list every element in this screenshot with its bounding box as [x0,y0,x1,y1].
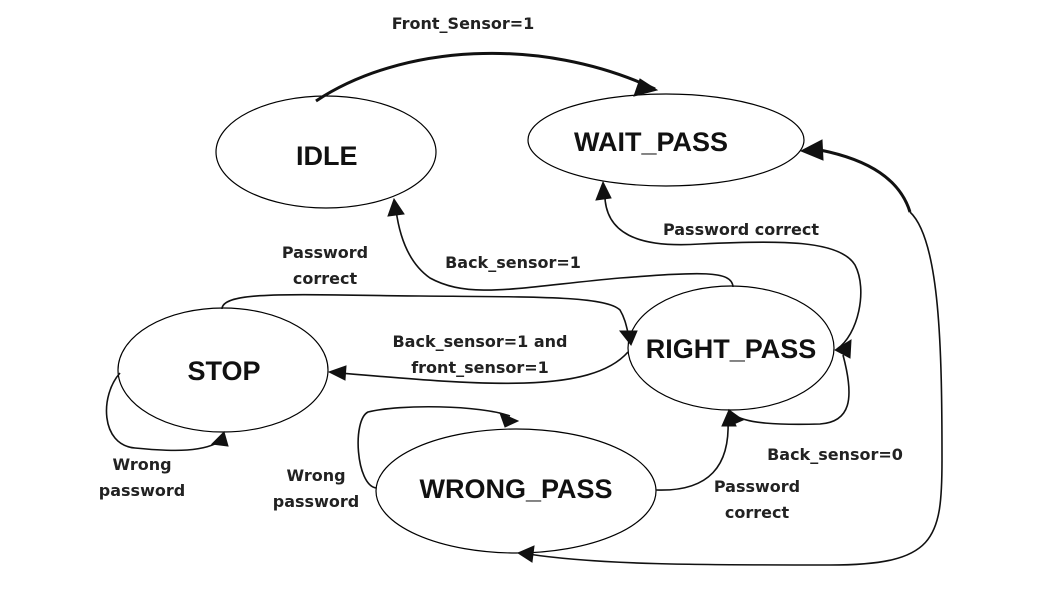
label-wrong-wrong-line2: password [273,492,359,511]
transition-wrong-pass-to-wait-pass [516,139,943,566]
label-front-sensor: Front_Sensor=1 [392,14,535,33]
state-right-pass-label: RIGHT_PASS [646,334,817,364]
state-wait-pass: WAIT_PASS [527,93,805,187]
transition-wait-pass-to-right-pass: Password correct [595,180,862,359]
label-wrong-right-line1: Password [714,477,800,496]
label-wrong-wrong-line1: Wrong [286,466,345,485]
transition-stop-self-loop: Wrong password [99,372,229,500]
label-back-front-line1: Back_sensor=1 and [392,332,567,351]
transition-right-pass-to-idle: Back_sensor=1 [387,197,734,291]
label-password-correct-top: Password correct [663,220,819,239]
state-wrong-pass-label: WRONG_PASS [419,474,612,504]
transition-idle-to-wait-pass: Front_Sensor=1 [315,14,659,103]
transition-wrong-pass-self-loop: Wrong password [273,405,520,511]
transition-stop-to-right-pass: Password correct [221,243,638,346]
label-stop-wrong-line1: Wrong [112,455,171,474]
label-wrong-right-line2: correct [725,503,790,522]
state-wrong-pass: WRONG_PASS [375,428,657,554]
state-idle: IDLE [215,95,437,209]
label-back-front-line2: front_sensor=1 [411,358,549,377]
label-back-sensor-0: Back_sensor=0 [767,445,903,464]
label-stop-password-line2: correct [293,269,358,288]
label-stop-password-line1: Password [282,243,368,262]
transition-wrong-pass-to-right-pass: Password correct [655,408,800,522]
label-stop-wrong-line2: password [99,481,185,500]
state-stop-label: STOP [187,356,260,386]
state-right-pass: RIGHT_PASS [627,285,835,411]
state-idle-label: IDLE [296,141,358,171]
state-wait-pass-label: WAIT_PASS [574,127,728,157]
transition-right-pass-to-stop: Back_sensor=1 and front_sensor=1 [327,332,629,385]
label-back-sensor-1: Back_sensor=1 [445,253,581,272]
state-stop: STOP [117,307,329,433]
